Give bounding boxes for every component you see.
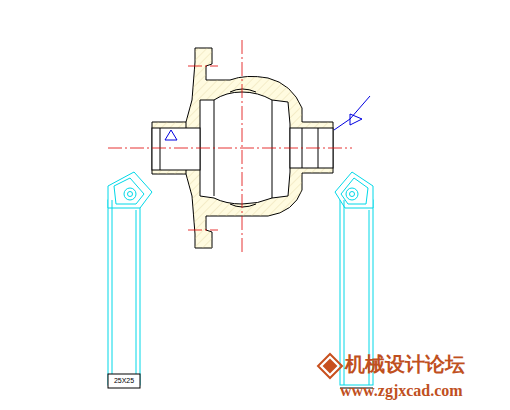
watermark-logo <box>318 354 342 378</box>
watermark-text: 机械设计论坛 <box>345 353 465 375</box>
watermark-url: www.zgjxcad.com <box>340 382 463 400</box>
datum-symbols <box>165 96 370 140</box>
turning-tool-left <box>108 172 152 388</box>
dimension-label: 25X25 <box>114 377 134 385</box>
center-lines <box>108 40 352 252</box>
